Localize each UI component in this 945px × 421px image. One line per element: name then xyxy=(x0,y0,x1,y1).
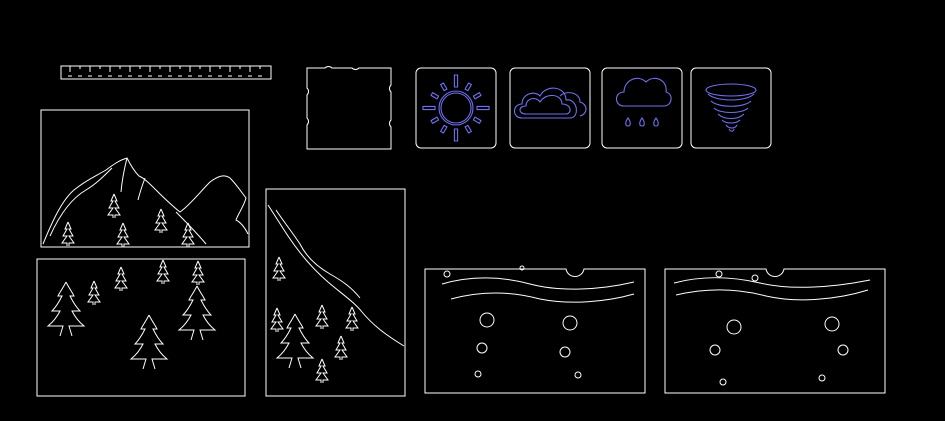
wave-line xyxy=(441,277,635,290)
hillside-panel xyxy=(265,188,406,397)
blank-tile xyxy=(306,66,392,150)
bubble xyxy=(726,319,742,335)
ruler-strip xyxy=(60,65,272,80)
tornado-icon xyxy=(705,83,757,132)
wave-line xyxy=(450,292,635,303)
bubble xyxy=(818,374,826,382)
pine-tree xyxy=(156,259,170,285)
rain-tile xyxy=(601,67,683,149)
bubble xyxy=(443,270,451,278)
pine-tree xyxy=(315,304,329,330)
pine-tree xyxy=(87,280,101,306)
pine-tree xyxy=(272,256,286,282)
mountain-ridge xyxy=(49,157,207,245)
bubble xyxy=(476,342,488,354)
pine-tree xyxy=(107,193,121,219)
pine-tree xyxy=(334,335,348,361)
pine-tree xyxy=(315,358,329,384)
pine-tree xyxy=(181,222,195,248)
bubble xyxy=(719,378,727,386)
sun-rays xyxy=(422,74,490,142)
bubble xyxy=(751,274,759,282)
bubble xyxy=(837,344,849,356)
forest-panel xyxy=(36,258,246,397)
bubble xyxy=(559,346,571,358)
wave-line xyxy=(673,277,871,288)
pine-tree xyxy=(47,281,85,337)
pine-tree xyxy=(114,266,128,292)
hill-path xyxy=(275,209,361,299)
bubble xyxy=(519,265,525,271)
pine-tree xyxy=(178,285,216,341)
pine-tree xyxy=(270,307,284,333)
water-panel-right xyxy=(664,268,886,394)
hill-slope xyxy=(267,204,405,347)
rain-cloud-icon xyxy=(615,77,672,127)
water-panel-left xyxy=(424,265,646,394)
cloud-tile xyxy=(509,67,591,149)
ruler-ticks xyxy=(68,66,262,77)
mountain-panel xyxy=(40,109,250,248)
bubble xyxy=(479,312,495,328)
pine-tree xyxy=(116,222,130,248)
pine-tree xyxy=(345,306,359,332)
pine-tree xyxy=(191,260,205,286)
bubble xyxy=(474,370,482,378)
bubble xyxy=(709,344,721,356)
sun-tile xyxy=(415,67,497,149)
cloud-icon xyxy=(513,87,587,119)
pine-tree xyxy=(61,221,75,247)
bubble xyxy=(715,270,723,278)
pine-tree xyxy=(130,314,168,370)
bubble xyxy=(824,316,840,332)
bubble xyxy=(562,315,578,331)
wave-line xyxy=(675,289,869,301)
bubble xyxy=(574,371,582,379)
sun-icon xyxy=(422,74,490,142)
pine-tree xyxy=(154,208,168,234)
mountain-outline xyxy=(42,157,249,245)
tornado-tile xyxy=(690,67,772,149)
